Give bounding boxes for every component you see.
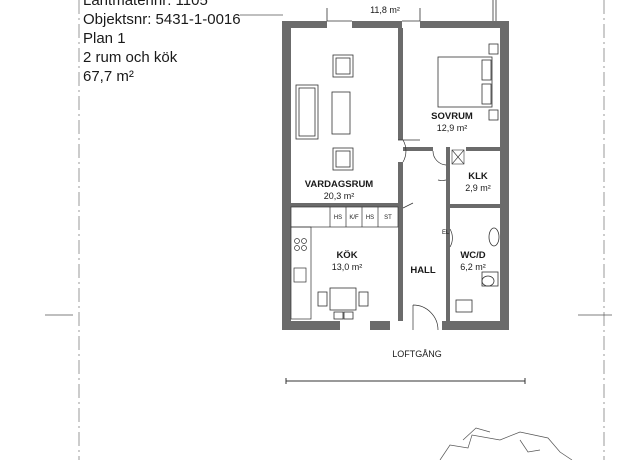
floor-level: Plan 1 [83, 30, 126, 47]
bedroom-area: 12,9 m² [437, 123, 468, 133]
hall-name: HALL [410, 265, 436, 276]
closet-area: 2,9 m² [465, 183, 491, 193]
outer-walls [282, 21, 509, 330]
kitchen-counter [290, 206, 399, 320]
guide-ticks [45, 14, 612, 316]
appliance-label: HS [366, 215, 374, 221]
appliance-labels: HS K/F HS ST [334, 215, 392, 221]
electric-panel-label: EL [442, 230, 450, 236]
room-count: 2 rum och kök [83, 49, 178, 66]
wc-name: WC/D [460, 250, 485, 261]
object-number: Objektsnr: 5431-1-0016 [83, 11, 241, 28]
interior-walls [291, 28, 500, 321]
corridor-label: LOFTGÅNG [392, 349, 442, 359]
kitchen-name: KÖK [336, 250, 357, 261]
living-furniture [295, 54, 354, 171]
appliance-label: K/F [349, 215, 359, 221]
doors [398, 139, 453, 331]
lantmateri-number: Lantmäterinr: 1105 [83, 0, 208, 9]
appliance-label: ST [384, 215, 392, 221]
site-sketch [439, 427, 573, 460]
appliance-label: HS [334, 215, 342, 221]
apartment-info: Lantmäterinr: 1105 Objektsnr: 5431-1-001… [83, 0, 241, 86]
living-room-name: VARDAGSRUM [305, 179, 374, 190]
closet-name: KLK [468, 171, 488, 182]
total-area: 67,7 m² [83, 68, 134, 85]
balcony-area: 11,8 m² [370, 5, 400, 15]
guide-lines [78, 0, 605, 460]
corridor-edge [285, 378, 526, 384]
dining-table [317, 287, 369, 320]
bed [437, 43, 499, 121]
living-room-area: 20,3 m² [324, 191, 355, 201]
bathroom-fixtures [455, 227, 500, 313]
bedroom-name: SOVRUM [431, 111, 473, 122]
wc-area: 6,2 m² [460, 262, 486, 272]
kitchen-area: 13,0 m² [332, 262, 363, 272]
balcony-edge [326, 0, 497, 22]
wardrobe [451, 149, 465, 165]
